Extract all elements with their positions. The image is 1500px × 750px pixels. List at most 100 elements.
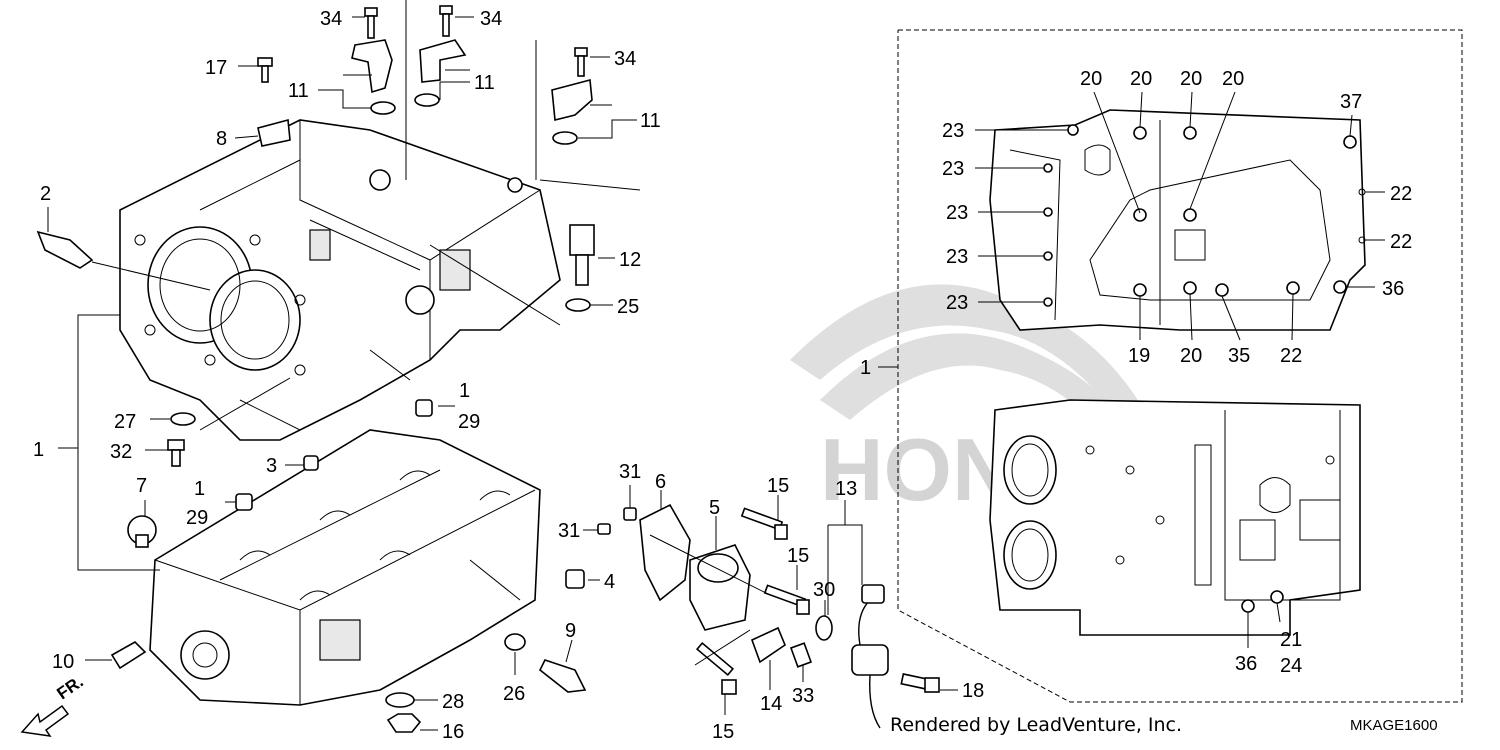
bracket-2 — [36, 230, 94, 269]
sensor-11a — [351, 39, 396, 115]
callout-34b: 34 — [480, 8, 502, 30]
callout-20c: 20 — [1180, 68, 1202, 90]
callout-15b: 15 — [787, 545, 809, 567]
bolt-15b — [763, 584, 810, 615]
callout-20a: 20 — [1080, 68, 1102, 90]
upper-crankcase — [119, 119, 561, 441]
callout-1d: 1 — [860, 357, 871, 379]
sensor-12 — [569, 224, 595, 286]
callout-11a: 11 — [288, 80, 309, 102]
clip-8 — [257, 118, 291, 147]
callout-20d: 20 — [1222, 68, 1244, 90]
callout-15a: 15 — [767, 475, 789, 497]
callout-14: 14 — [760, 693, 782, 715]
callout-7: 7 — [136, 475, 147, 497]
small-parts-left — [36, 5, 637, 733]
callout-23e: 23 — [946, 292, 968, 314]
leader-lines — [47, 0, 1385, 731]
inset-frame — [897, 29, 1463, 703]
sensor-9 — [538, 659, 587, 693]
dowel-3 — [303, 455, 319, 471]
collar-4 — [565, 569, 585, 589]
credit-text: Rendered by LeadVenture, Inc. — [890, 714, 1182, 736]
part-31b — [597, 523, 611, 535]
callout-36a: 36 — [1382, 278, 1404, 300]
callout-17: 17 — [205, 57, 227, 79]
callout-36b: 36 — [1235, 653, 1257, 675]
plug-7 — [127, 515, 157, 548]
callout-23b: 23 — [942, 158, 964, 180]
callout-2: 2 — [40, 183, 51, 205]
inset-top-view — [989, 109, 1366, 331]
bolt-34a — [364, 7, 378, 39]
washer-28 — [385, 692, 415, 708]
sensor-10 — [110, 641, 147, 670]
lower-crankcase — [149, 429, 541, 706]
callout-11c: 11 — [640, 110, 661, 132]
callout-23d: 23 — [946, 246, 968, 268]
callout-29a: 29 — [458, 411, 480, 433]
bolt-34c — [574, 47, 588, 77]
callout-11b: 11 — [474, 72, 495, 94]
callout-5: 5 — [709, 497, 720, 519]
sensor-11c — [551, 78, 593, 145]
callout-22c: 22 — [1280, 345, 1302, 367]
front-marker-label: FR. — [53, 672, 86, 703]
callout-1c: 1 — [194, 478, 205, 500]
dowel-29a — [415, 399, 433, 417]
callout-34c: 34 — [614, 48, 636, 70]
callout-8: 8 — [216, 128, 227, 150]
callout-3: 3 — [266, 455, 277, 477]
callout-34a: 34 — [320, 8, 342, 30]
bolt-15c — [695, 641, 737, 695]
bolt-34b — [439, 5, 453, 37]
bolt-17 — [257, 57, 273, 83]
callout-31a: 31 — [619, 461, 641, 483]
callout-24: 24 — [1280, 655, 1302, 677]
callout-25: 25 — [617, 296, 639, 318]
washer-25 — [565, 298, 591, 312]
sensor-11b — [414, 39, 467, 107]
inset-bottom-view — [989, 399, 1361, 636]
callout-32: 32 — [110, 441, 132, 463]
dowel-29b — [235, 493, 253, 511]
callout-30: 30 — [813, 579, 835, 601]
callout-6: 6 — [655, 471, 666, 493]
callout-4: 4 — [604, 571, 615, 593]
washer-27 — [170, 412, 196, 426]
callout-26: 26 — [503, 683, 525, 705]
callout-27: 27 — [114, 411, 136, 433]
callout-numbers: 34 34 34 17 11 11 11 8 2 12 25 1 1 29 1 … — [33, 8, 1412, 743]
callout-9: 9 — [565, 620, 576, 642]
callout-19: 19 — [1128, 345, 1150, 367]
callout-15c: 15 — [712, 721, 734, 743]
callout-10: 10 — [52, 651, 74, 673]
middle-parts — [639, 503, 940, 729]
callout-18: 18 — [962, 680, 984, 702]
bolt-32 — [167, 439, 185, 467]
part-31a — [623, 507, 637, 521]
callout-28: 28 — [442, 691, 464, 713]
callout-20b: 20 — [1130, 68, 1152, 90]
callout-22b: 22 — [1390, 231, 1412, 253]
callout-1a: 1 — [33, 439, 44, 461]
front-direction-marker: FR. — [20, 672, 87, 737]
callout-29b: 29 — [186, 507, 208, 529]
callout-33: 33 — [792, 685, 814, 707]
callout-23c: 23 — [946, 202, 968, 224]
callout-12: 12 — [619, 249, 641, 271]
callout-31b: 31 — [558, 520, 580, 542]
nut-16 — [386, 713, 422, 733]
callout-37: 37 — [1340, 91, 1362, 113]
callout-13: 13 — [835, 478, 857, 500]
callout-16: 16 — [442, 721, 464, 743]
washer-26 — [504, 633, 526, 651]
bolt-15a — [740, 507, 788, 540]
callout-20e: 20 — [1180, 345, 1202, 367]
callout-23a: 23 — [942, 120, 964, 142]
callout-35: 35 — [1228, 345, 1250, 367]
callout-21: 21 — [1280, 629, 1302, 651]
callout-22a: 22 — [1390, 183, 1412, 205]
